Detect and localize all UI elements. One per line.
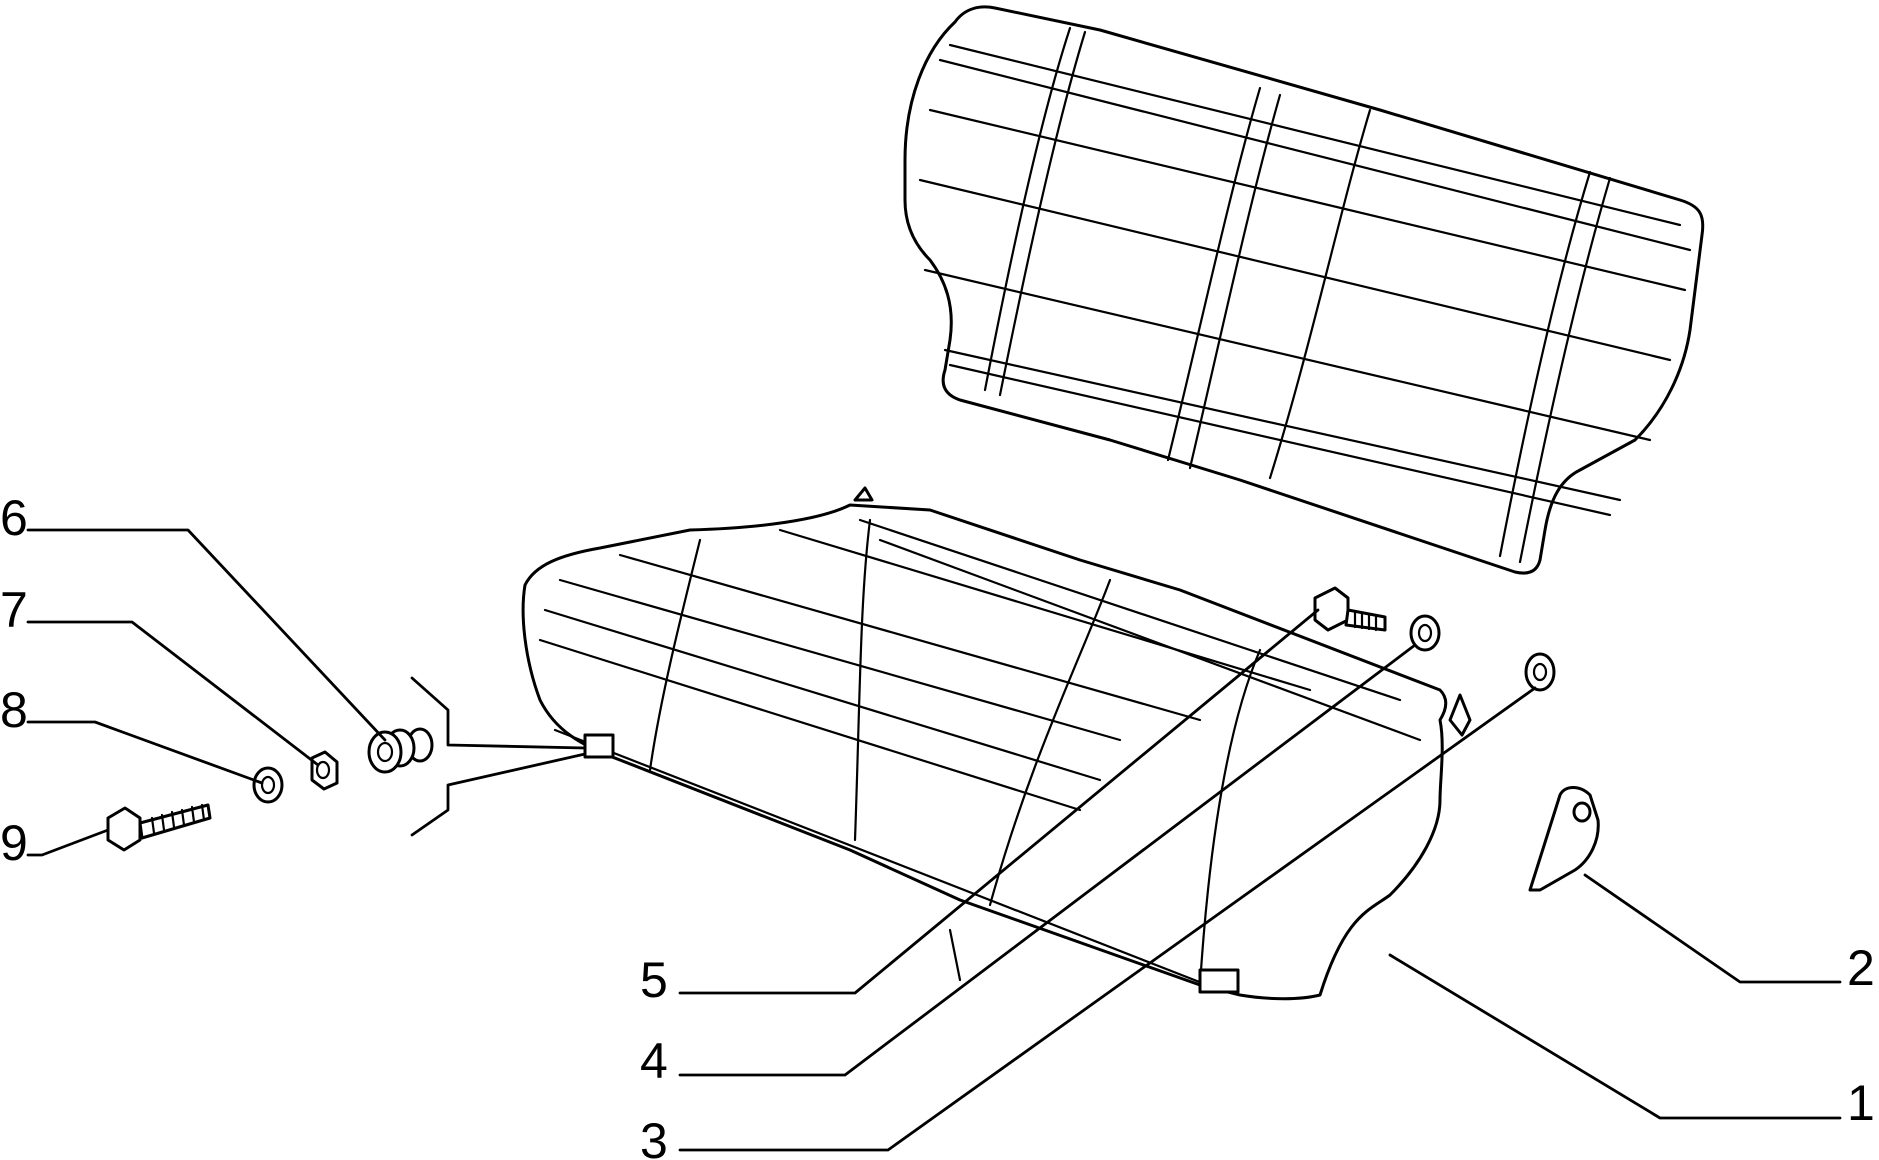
leader-3 xyxy=(678,686,1537,1152)
leader-5 xyxy=(678,608,1320,995)
leader-8 xyxy=(26,720,264,785)
leader-9 xyxy=(26,828,110,857)
callout-1: 1 xyxy=(1847,1075,1875,1131)
callout-6: 6 xyxy=(0,490,28,546)
callout-9: 9 xyxy=(0,815,28,871)
seat-cushion xyxy=(521,486,1472,1001)
callout-5: 5 xyxy=(640,952,668,1008)
part-4-washer xyxy=(1409,614,1441,652)
leader-1 xyxy=(1388,953,1842,1120)
fastener-group-bracket xyxy=(410,676,587,837)
leader-4 xyxy=(678,643,1417,1077)
callout-3: 3 xyxy=(640,1113,668,1160)
part-8-washer xyxy=(252,766,284,804)
callout-4: 4 xyxy=(640,1033,668,1089)
part-3-washer xyxy=(1524,652,1556,692)
callout-numbers: 1 2 3 4 5 6 7 8 9 xyxy=(0,490,1875,1160)
part-5-bolt xyxy=(1313,586,1387,632)
callout-2: 2 xyxy=(1847,940,1875,996)
part-7-nut xyxy=(310,750,339,791)
part-2-hinge-bracket xyxy=(1528,786,1600,892)
part-9-bolt xyxy=(106,803,212,852)
leader-lines xyxy=(26,528,1842,1152)
seat-backrest xyxy=(903,5,1705,575)
leader-7 xyxy=(26,620,320,767)
callout-7: 7 xyxy=(0,582,28,638)
leader-6 xyxy=(26,528,387,742)
part-6-grommet xyxy=(367,727,434,774)
leader-2 xyxy=(1583,873,1842,984)
callout-8: 8 xyxy=(0,682,28,738)
